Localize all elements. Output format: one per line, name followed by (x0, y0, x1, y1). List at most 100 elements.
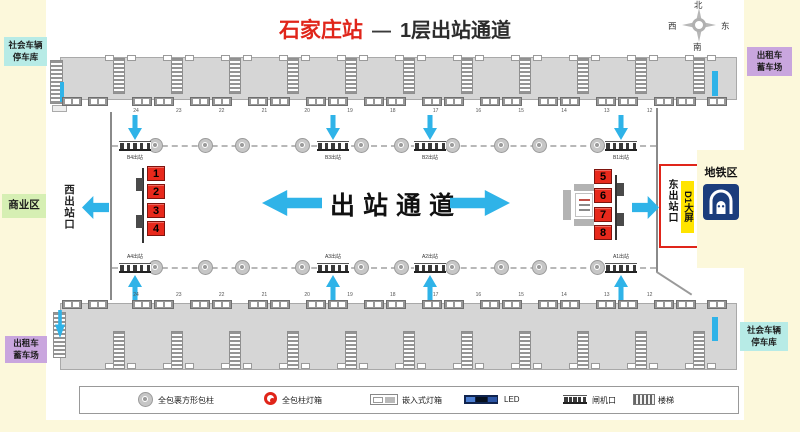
lightbox-cell (317, 302, 323, 307)
lightbox-cell (223, 302, 229, 307)
platform-edge-lightbox (301, 55, 310, 61)
lightbox-cell (629, 302, 635, 307)
embedded-lightbox-icon (190, 300, 210, 309)
down-arrow-gate (614, 115, 628, 140)
lightbox-cell (687, 99, 693, 104)
platform-number: 13 (604, 108, 610, 114)
embedded-lightbox-icon (154, 97, 174, 106)
gate-tooth (337, 143, 342, 149)
service-booth-sign (575, 193, 593, 217)
area-label-line: 社会车辆 (746, 325, 781, 336)
gate-tooth (415, 143, 419, 149)
area-label-line: 停车库 (751, 336, 777, 347)
embedded-lightbox-icon (328, 300, 348, 309)
gate-tooth (126, 143, 131, 149)
platform-number: 15 (518, 108, 524, 114)
d1-screen-label: D1大屏 (681, 181, 694, 233)
embedded-lightbox-icon (270, 300, 290, 309)
lightbox-cell (397, 99, 403, 104)
embedded-lightbox-icon (88, 300, 108, 309)
platform-number: 16 (475, 108, 482, 114)
embedded-lightbox-icon (444, 300, 464, 309)
pillar-lightbox-number: 8 (594, 225, 612, 240)
wrapped-column-icon (394, 260, 409, 275)
lightbox-cell (317, 99, 323, 104)
platform-number: 23 (176, 292, 182, 298)
lightbox-cell (629, 99, 635, 104)
metro-zone-panel: 地铁区 (697, 150, 744, 268)
platform-edge-lightbox (337, 363, 346, 369)
platform-number: 24 (133, 292, 139, 298)
wrapped-column-icon (198, 138, 213, 153)
area-label-line: 停车库 (12, 51, 39, 62)
wrapped-column-core (298, 263, 305, 270)
lightbox-cell (513, 99, 519, 104)
embedded-lightbox-icon (654, 300, 674, 309)
east-exit-d1-frame: 东出站口 D1大屏 (659, 164, 700, 248)
platform-edge-lightbox (707, 363, 716, 369)
embedded-lightbox-icon (618, 97, 638, 106)
lightbox-cell (563, 99, 569, 104)
lightbox-cell (710, 302, 716, 307)
embedded-lightbox-icon (306, 97, 326, 106)
lightbox-cell (201, 302, 207, 307)
wrapped-column-core (357, 141, 364, 148)
pillar-wall-right (615, 175, 617, 240)
platform-number: 13 (604, 292, 610, 298)
platform-edge-lightbox (649, 363, 658, 369)
platform-edge-lightbox (395, 55, 404, 61)
up-arrow-gate (614, 275, 628, 300)
lightbox-cell (281, 302, 287, 307)
platform-edge-lightbox (127, 363, 136, 369)
embedded-lightbox-icon (212, 97, 232, 106)
platform-stairs-icon (693, 331, 705, 369)
platform-stairs-icon (635, 331, 647, 369)
platform-edge-lightbox (127, 55, 136, 61)
lightbox-cell (65, 99, 71, 104)
lightbox-cell (143, 99, 149, 104)
area-label-line: 商业区 (8, 199, 40, 212)
gate-tooth (441, 265, 445, 271)
platform-stairs-icon (519, 331, 531, 369)
lightbox-cell (389, 99, 395, 104)
lightbox-cell (541, 99, 547, 104)
platform-edge-lightbox (243, 55, 252, 61)
lightbox-cell (375, 302, 381, 307)
embedded-lightbox-icon (654, 97, 674, 106)
lightbox-cell (73, 99, 79, 104)
platform-stairs-icon (403, 331, 415, 369)
embedded-lightbox-icon (596, 300, 616, 309)
gate-tooth (318, 265, 322, 271)
platform-edge-lightbox (511, 363, 520, 369)
platform-stairs-icon (287, 58, 299, 94)
gate-icon (119, 141, 151, 151)
wrapped-column-core (201, 263, 208, 270)
embedded-lightbox-icon (538, 300, 558, 309)
embedded-lightbox-icon (422, 97, 442, 106)
wrapped-column-core (448, 141, 455, 148)
platform-stairs-icon (229, 58, 241, 94)
platform-stairs-icon (519, 58, 531, 94)
platform-stairs-icon (229, 331, 241, 369)
gate-tooth (139, 265, 144, 271)
embedded-lightbox-icon (502, 300, 522, 309)
lightbox-cell (687, 302, 693, 307)
platform-number: 24 (133, 108, 139, 114)
lightbox-cell (157, 99, 163, 104)
lightbox-cell (201, 99, 207, 104)
gate-tooth (606, 143, 610, 149)
embedded-lightbox-icon (480, 300, 500, 309)
lightbox-cell (309, 99, 315, 104)
embedded-lightbox-icon (132, 300, 152, 309)
wall-block (136, 178, 143, 191)
lightbox-cell (710, 99, 716, 104)
gate-tooth (331, 143, 335, 149)
gate-icon (414, 263, 446, 273)
lightbox-cell (455, 99, 461, 104)
embedded-lightbox-icon (364, 97, 384, 106)
platform-edge-lightbox (185, 55, 194, 61)
wrapped-column-core (448, 263, 455, 270)
platform-number: 16 (475, 292, 482, 298)
lightbox-cell (679, 302, 685, 307)
column-row-line (112, 267, 656, 269)
